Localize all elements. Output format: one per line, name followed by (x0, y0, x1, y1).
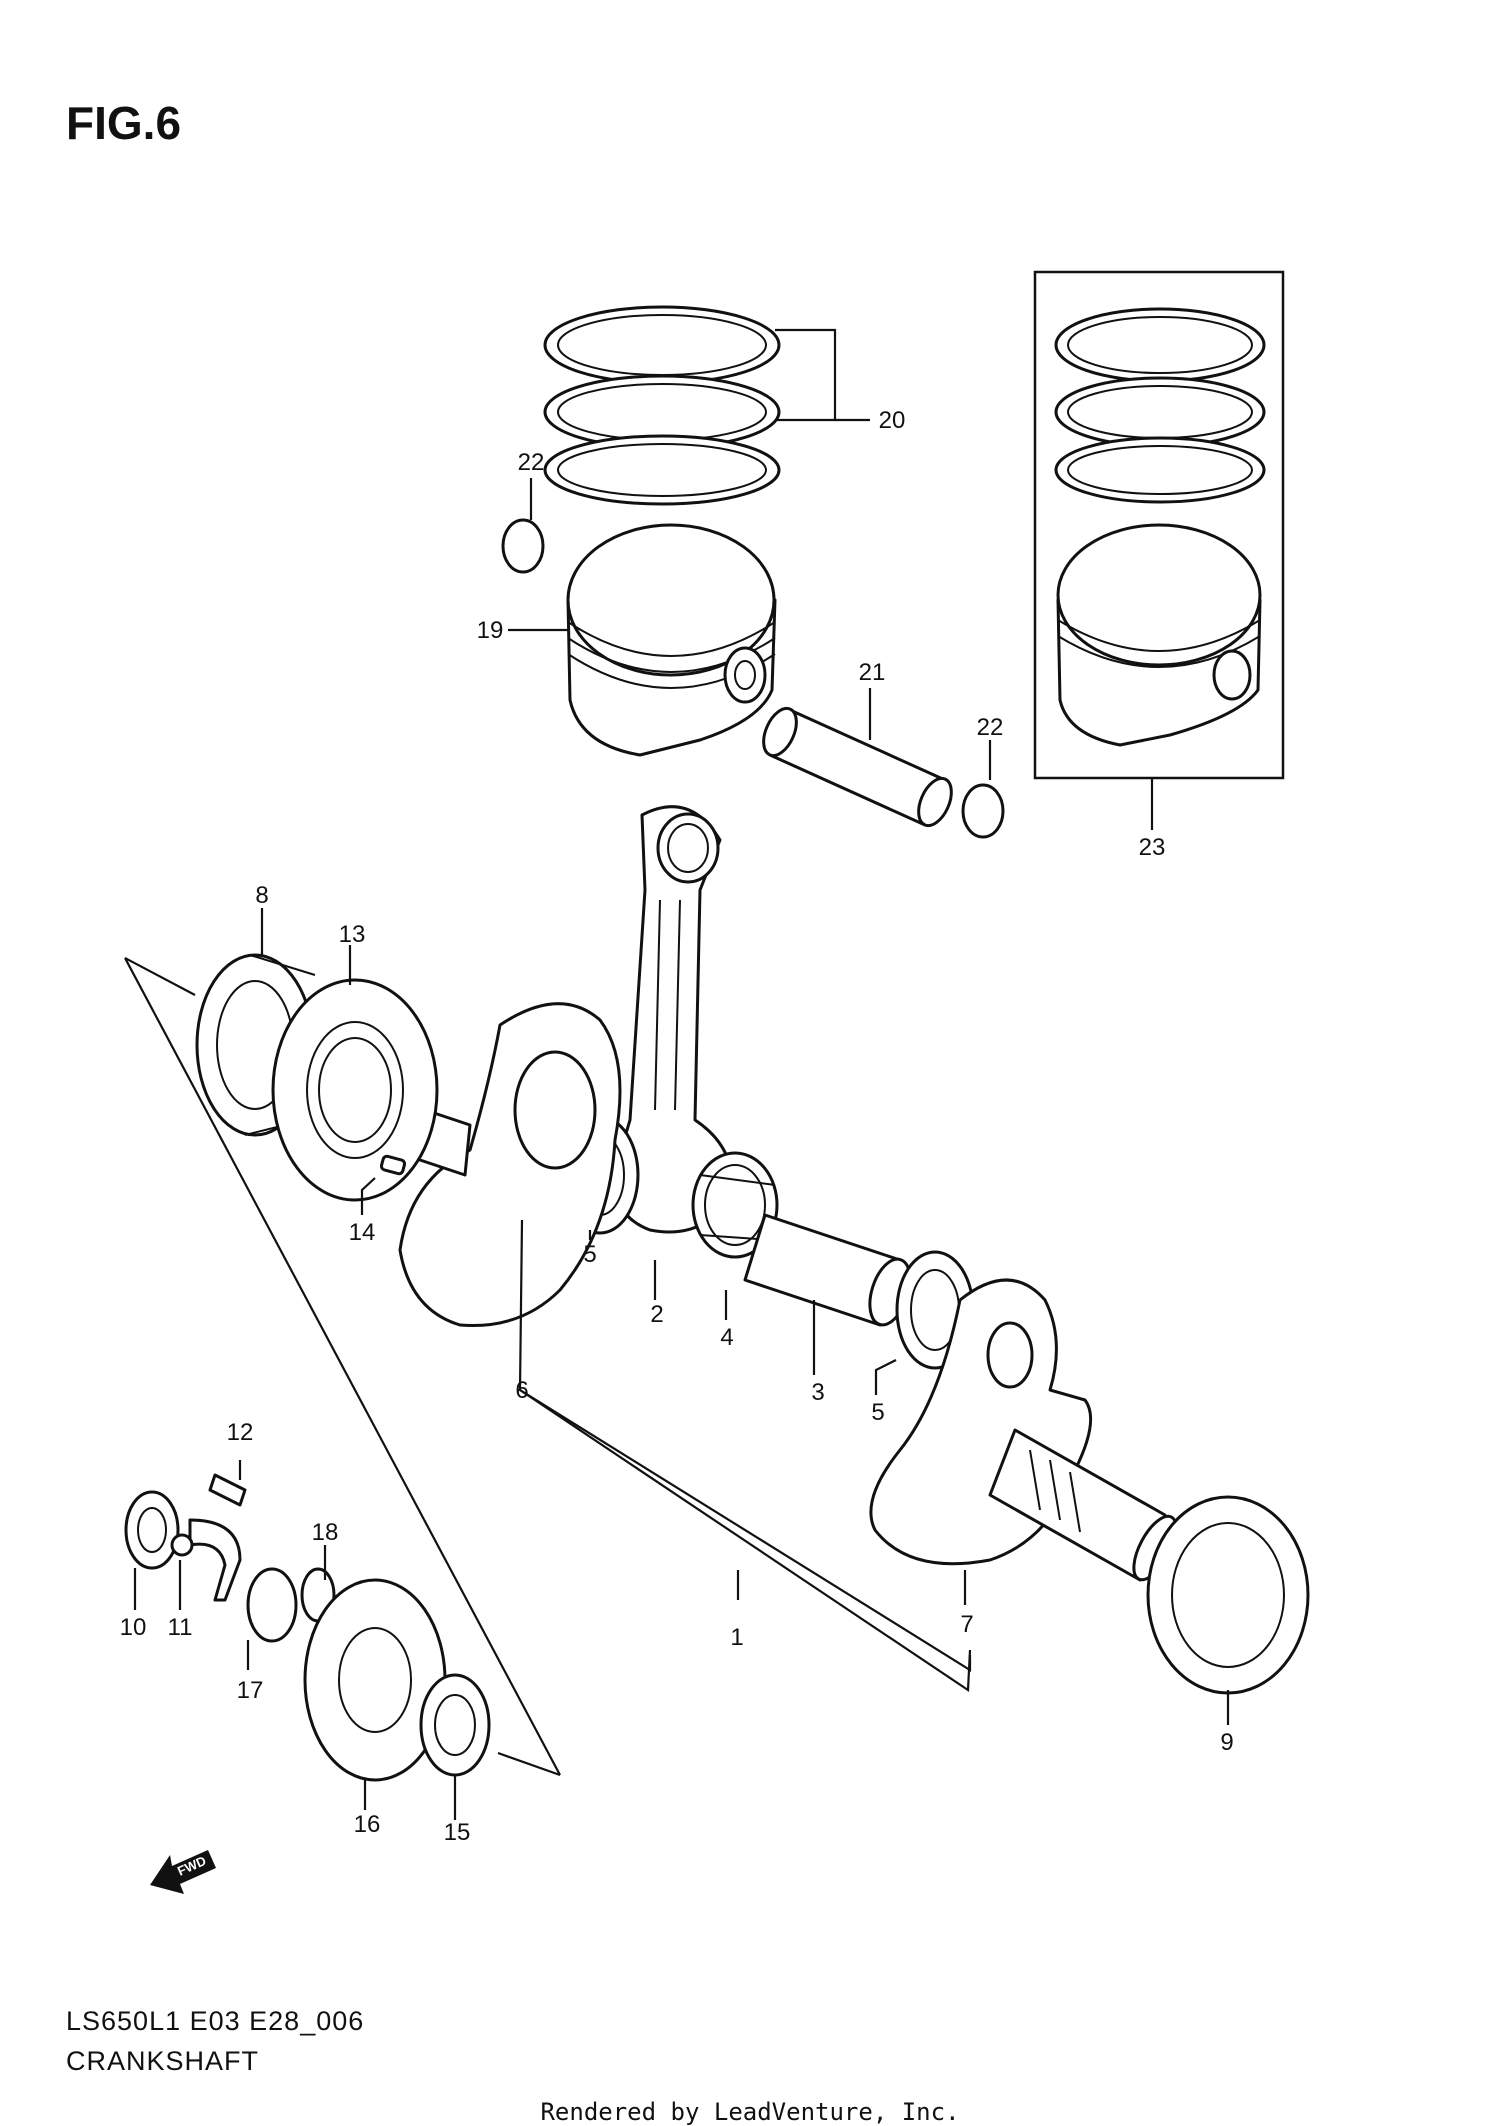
primary-drive-gear[interactable] (271, 978, 439, 1202)
leader-lines (133, 328, 1230, 1820)
callout-8: 8 (255, 882, 268, 909)
circlip-right[interactable] (961, 783, 1005, 839)
crankshaft-bearing-right[interactable] (1146, 1495, 1310, 1695)
callout-22-right: 22 (977, 714, 1004, 741)
callout-3: 3 (811, 1379, 824, 1406)
splined-bushing[interactable] (419, 1673, 491, 1777)
piston[interactable] (566, 523, 777, 757)
figure-title: FIG.6 (66, 97, 182, 149)
group-outline (124, 957, 972, 1777)
callout-22-left: 22 (518, 449, 545, 476)
crank-pin-bearing[interactable] (691, 1151, 779, 1259)
callout-21: 21 (859, 659, 886, 686)
callout-15: 15 (444, 1819, 471, 1846)
callout-20: 20 (879, 407, 906, 434)
callout-17: 17 (237, 1677, 264, 1704)
fwd-arrow-icon: FWD (150, 1850, 216, 1894)
render-credit: Rendered by LeadVenture, Inc. (540, 2098, 960, 2126)
piston-rings[interactable] (543, 305, 781, 506)
callout-7: 7 (960, 1611, 973, 1638)
retainer-bolt[interactable] (208, 1473, 247, 1507)
callout-2: 2 (650, 1301, 663, 1328)
callout-5-right: 5 (871, 1399, 884, 1426)
callout-9: 9 (1220, 1729, 1233, 1756)
section-title: CRANKSHAFT (66, 2046, 260, 2076)
callout-23: 23 (1139, 834, 1166, 861)
retainer-plate[interactable] (170, 1518, 242, 1602)
callout-13: 13 (339, 921, 366, 948)
woodruff-key[interactable] (379, 1154, 407, 1176)
callout-4: 4 (720, 1324, 733, 1351)
callout-11: 11 (168, 1614, 193, 1641)
callout-5-left: 5 (583, 1241, 596, 1268)
circlip-left[interactable] (501, 518, 545, 574)
callout-10: 10 (120, 1614, 147, 1641)
spacer[interactable] (246, 1567, 298, 1643)
callout-18: 18 (312, 1519, 339, 1546)
connecting-rod[interactable] (612, 805, 734, 1234)
drive-gear[interactable] (303, 1578, 447, 1782)
callout-16: 16 (354, 1811, 381, 1838)
piston-pin[interactable] (757, 703, 958, 830)
callout-12: 12 (227, 1419, 254, 1446)
crank-pin[interactable] (743, 1213, 918, 1330)
callout-14: 14 (349, 1219, 376, 1246)
callout-6: 6 (515, 1377, 528, 1404)
piston-assembly-box[interactable] (1033, 270, 1285, 780)
oil-seal[interactable] (124, 1490, 180, 1570)
diagram-code: LS650L1 E03 E28_006 (66, 2006, 365, 2036)
callout-labels: 1 2 3 4 5 5 6 7 8 9 10 11 12 13 14 15 16… (120, 407, 1234, 1846)
callout-19: 19 (477, 617, 504, 644)
crankshaft-right-half[interactable] (869, 1278, 1185, 1586)
callout-1: 1 (730, 1624, 743, 1651)
